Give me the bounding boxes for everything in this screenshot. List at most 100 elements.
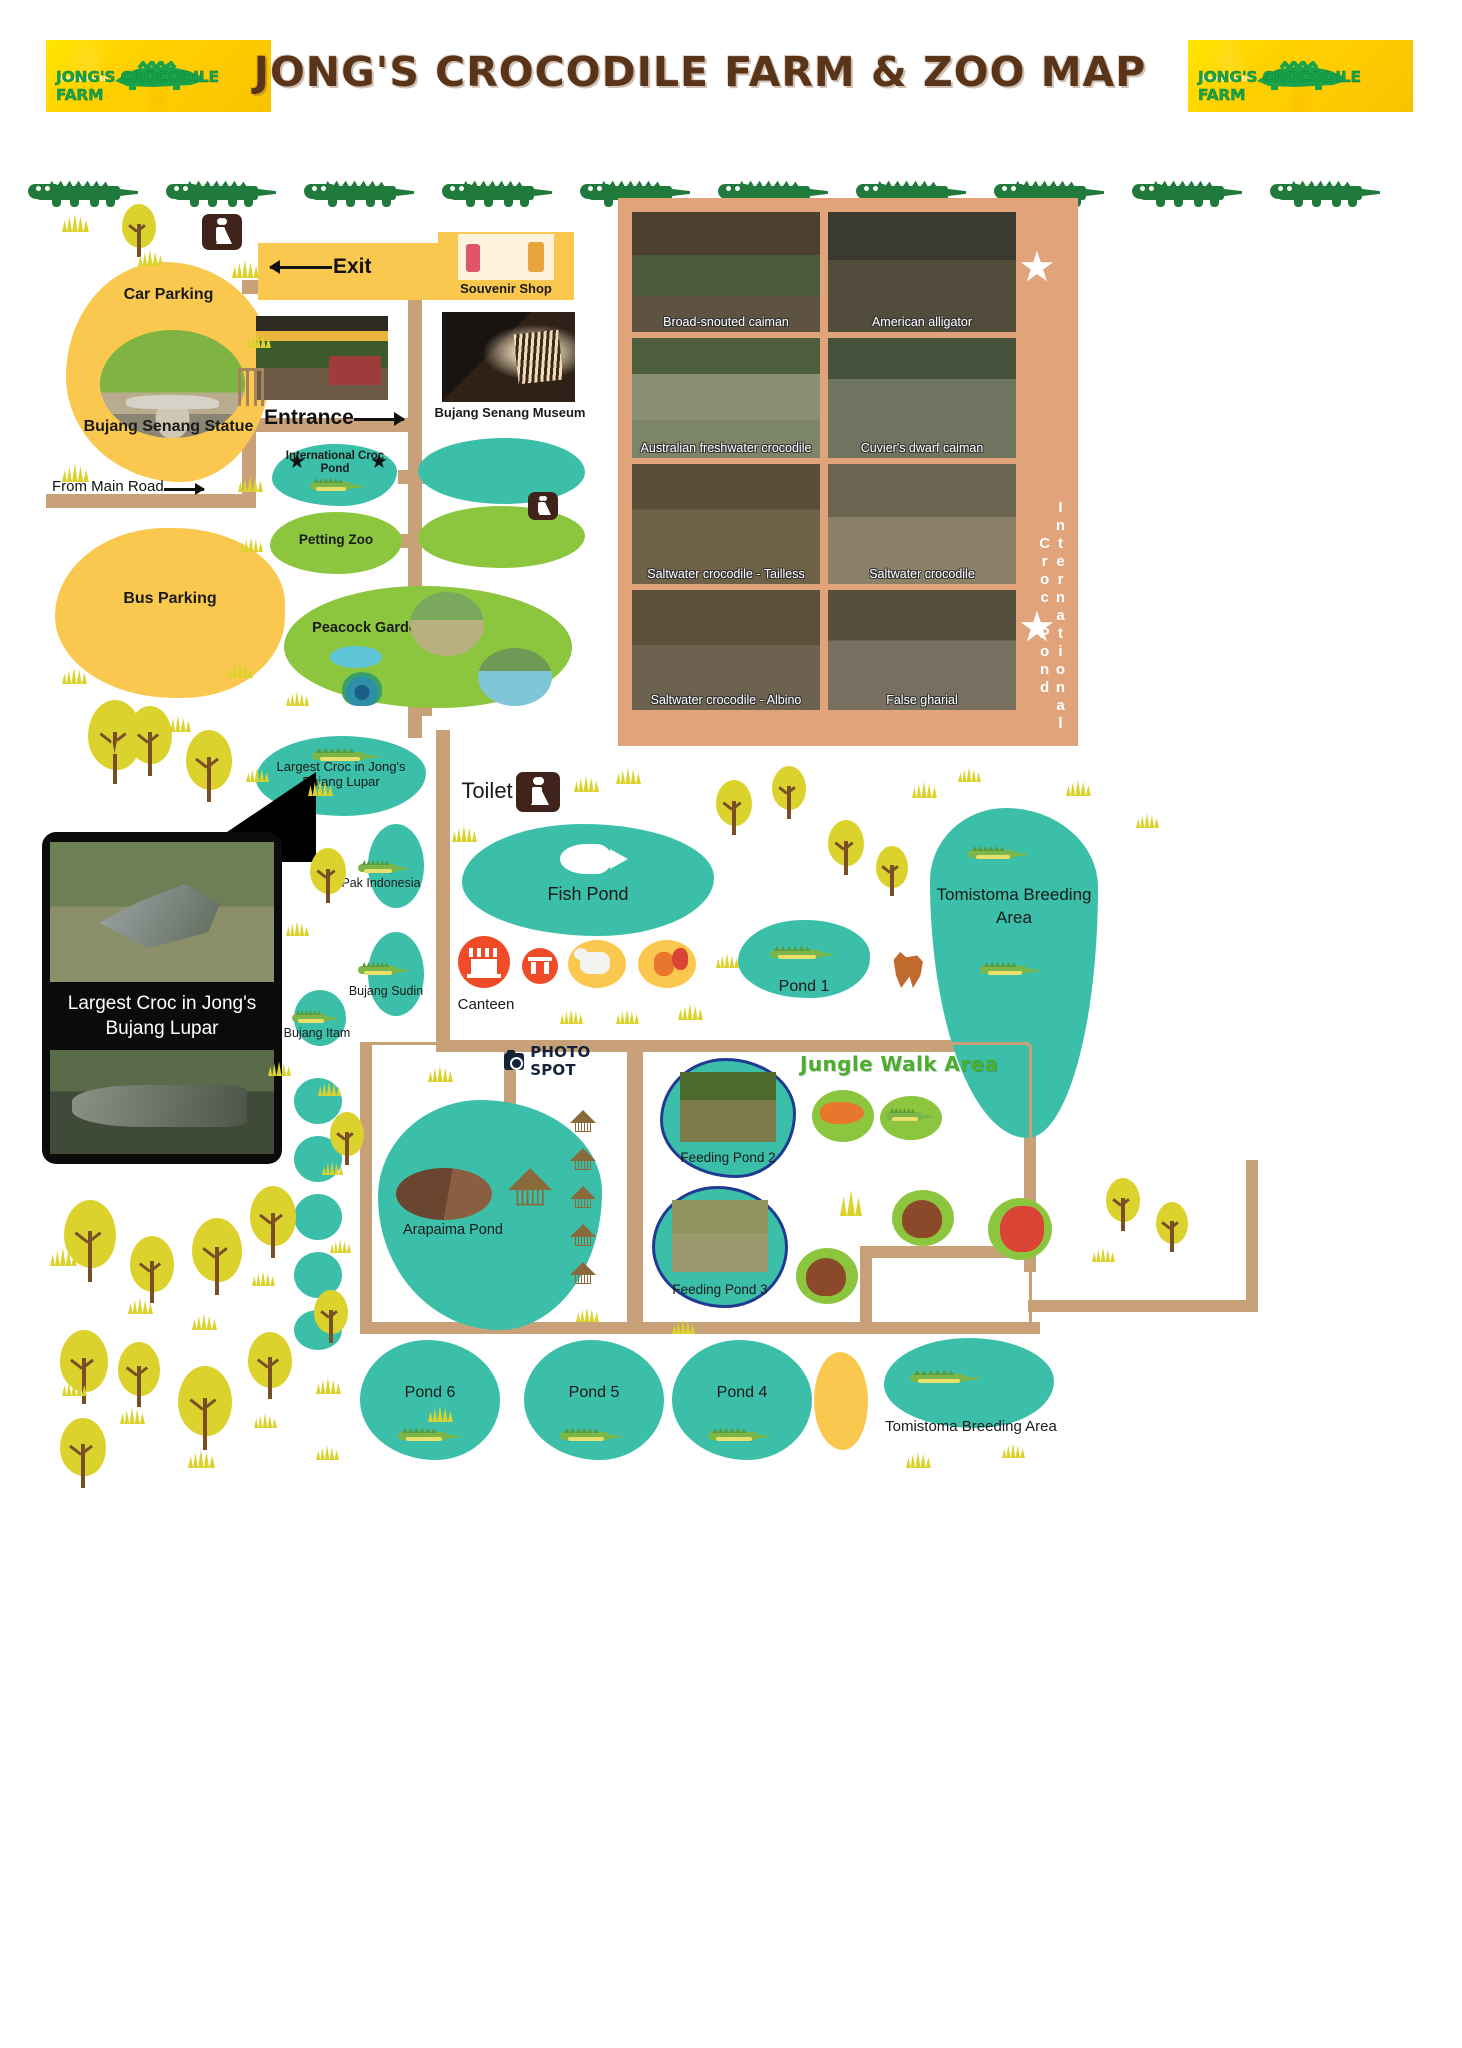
logo-welcome-text-right: Welcome to (1200, 73, 1251, 83)
panel-vertical-label: International Croc Pond (1036, 499, 1069, 733)
grass-icon (316, 1377, 341, 1394)
mammal-exhibit-area[interactable] (418, 506, 585, 568)
crocodile-icon-tomistoma-a (968, 846, 1028, 862)
international-croc-pond-panel: ★ ★ International Croc Pond Broad-snoute… (618, 198, 1078, 746)
croc-photo-saltwater-crocodile-albino: Saltwater crocodile - Albino (632, 590, 820, 710)
jungle-walk-area-label: Jungle Walk Area (800, 1052, 999, 1076)
grass-icon (716, 953, 740, 968)
grass-icon (286, 691, 310, 706)
photo-spot-marker[interactable]: PHOTO SPOT (504, 1043, 624, 1079)
logo-crocodile-icon (113, 58, 205, 91)
crocodile-divider-strip (28, 178, 1438, 214)
yellow-area-bottom (814, 1352, 868, 1450)
path-toilet-vertical (436, 730, 450, 1050)
rooster-enclosure-icon (638, 940, 696, 988)
path-main-road (46, 494, 256, 508)
tree-icon (310, 848, 346, 928)
tree-icon (128, 706, 172, 798)
path-far-right-vertical (1246, 1160, 1258, 1312)
pak-indonesia-label: Pak Indonesia (341, 876, 421, 890)
largest-croc-photo-bottom (50, 1050, 274, 1154)
exit-arrow-icon (269, 260, 332, 274)
feeding-pond-2-label: Feeding Pond 2 (680, 1150, 776, 1165)
crocodile-icon-divider (28, 178, 138, 212)
grass-icon (330, 1239, 352, 1253)
lizard-icon (820, 1102, 864, 1124)
largest-croc-photo-top (50, 842, 274, 982)
croc-photo-caption: Cuvier's dwarf caiman (860, 441, 984, 455)
petting-zoo-area[interactable] (270, 512, 402, 574)
bus-parking-area[interactable] (55, 528, 285, 698)
crocodile-icon-divider (166, 178, 276, 212)
tree-icon (1106, 1178, 1140, 1256)
tree-icon (876, 846, 908, 922)
reptile-exhibit-area[interactable] (418, 438, 585, 504)
largest-croc-callout-text: Largest Croc in Jong's Bujang Lupar (42, 988, 282, 1050)
tree-icon (64, 1200, 116, 1302)
entrance-arrow-icon (354, 412, 405, 426)
path-jungle-left (628, 1042, 640, 1334)
pond-1-label: Pond 1 (778, 978, 830, 995)
from-main-road-label: From Main Road (52, 478, 164, 495)
arapaima-enclosure-outline (360, 1042, 630, 1334)
croc-photo-caption: Australian freshwater crocodile (640, 441, 812, 455)
tree-icon (716, 780, 752, 860)
camera-icon (504, 1049, 525, 1070)
canteen-icon (458, 936, 510, 988)
bujang-senang-museum-photo (442, 312, 575, 402)
grass-icon (678, 1003, 703, 1020)
feeding-pond-2-photo (680, 1072, 776, 1142)
croc-photo-american-alligator: American alligator (828, 212, 1016, 332)
crocodile-icon-tomistoma-bottom (910, 1370, 980, 1386)
largest-croc-callout-card: Largest Croc in Jong's Bujang Lupar (42, 832, 282, 1164)
crocodile-icon-largest (312, 748, 380, 764)
canteen-label: Canteen (457, 996, 515, 1013)
crocodile-icon-bujang-itam (292, 1010, 338, 1024)
international-croc-pond-area[interactable] (272, 444, 397, 506)
tomistoma-breeding-area-bottom[interactable] (884, 1338, 1054, 1428)
toilet-label: Toilet (461, 778, 513, 803)
croc-photo-caption: False gharial (886, 693, 958, 707)
grass-icon (616, 1009, 640, 1024)
monkey-icon-1 (902, 1200, 942, 1238)
bujang-sudin-label: Bujang Sudin (348, 984, 424, 998)
croc-photo-saltwater-crocodile-tailless: Saltwater crocodile - Tailless (632, 464, 820, 584)
monkey-icon-2 (806, 1258, 846, 1296)
grass-icon (906, 1451, 931, 1468)
bujang-senang-museum-label: Bujang Senang Museum (434, 405, 586, 420)
small-croc-pond-3[interactable] (294, 1194, 342, 1240)
star-icon-right: ★ (370, 451, 388, 473)
grass-icon (1066, 779, 1091, 796)
callout-line-2: Bujang Lupar (105, 1017, 219, 1039)
grass-icon (452, 825, 477, 842)
tree-icon (122, 204, 156, 282)
tree-icon (828, 820, 864, 900)
croc-photo-caption: Saltwater crocodile - Tailless (647, 567, 805, 581)
grass-icon (616, 767, 641, 784)
fish-icon (560, 844, 628, 874)
fish-pond-area[interactable] (462, 824, 714, 936)
pond-1-area[interactable] (738, 920, 870, 998)
logo-name-text-right: JONG'S CROCODILE FARM (1198, 68, 1361, 104)
pond-5-label: Pond 5 (568, 1384, 620, 1401)
souvenir-shop-label: Souvenir Shop (460, 281, 552, 296)
grass-icon (62, 213, 89, 232)
toilet-icon-north (202, 214, 242, 250)
panel-star-icon-bottom: ★ (1018, 603, 1056, 650)
feeding-pond-3-photo (672, 1200, 768, 1272)
tree-icon (1156, 1202, 1188, 1278)
croc-photo-cuviers-dwarf-caiman: Cuvier's dwarf caiman (828, 338, 1016, 458)
international-croc-pond-label: International Croc Pond (285, 450, 385, 476)
grass-icon (574, 775, 599, 792)
peacock-garden-label: Peacock Garden (312, 620, 426, 636)
grass-icon (1002, 1443, 1026, 1458)
path-entrance-horizontal (242, 418, 422, 432)
bujang-itam-label: Bujang Itam (283, 1026, 351, 1040)
grass-icon (560, 1009, 584, 1024)
tree-icon (130, 1236, 174, 1326)
tree-icon (314, 1290, 348, 1368)
tree-icon (772, 766, 806, 844)
croc-photo-caption: American alligator (871, 315, 973, 329)
logo-badge-right: Welcome to JONG'S CROCODILE FARM (1188, 40, 1413, 112)
